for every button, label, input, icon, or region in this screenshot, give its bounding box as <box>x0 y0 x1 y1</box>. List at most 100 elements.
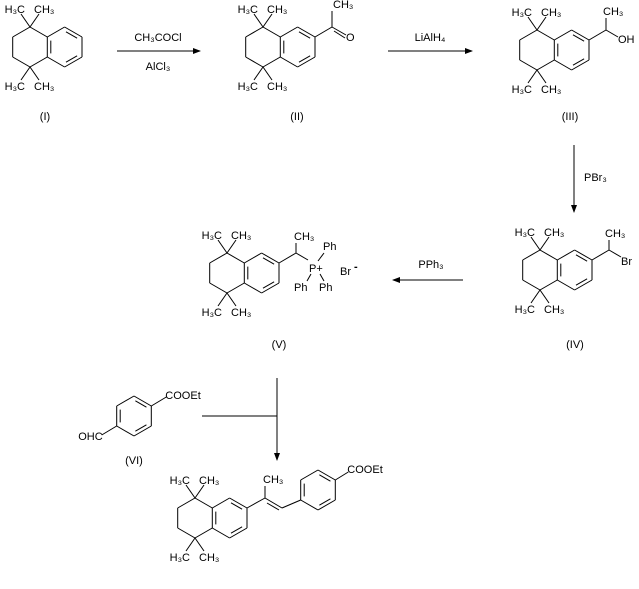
bond <box>29 66 40 81</box>
double-bond <box>262 257 275 265</box>
bond <box>317 469 336 481</box>
bond <box>244 282 262 294</box>
compound-label: (V) <box>272 339 287 351</box>
bond <box>574 249 593 261</box>
bond <box>591 249 610 261</box>
bond <box>295 252 309 261</box>
methyl-label: CH₃ <box>34 4 54 16</box>
bond <box>226 252 245 264</box>
bond <box>209 282 228 294</box>
bond <box>280 26 298 38</box>
double-bond <box>230 502 243 510</box>
double-bond <box>575 254 588 262</box>
methyl-label: H₃C <box>170 552 190 564</box>
bond <box>574 279 593 291</box>
bond <box>226 282 245 294</box>
bond <box>185 537 196 552</box>
reagent-pbr3: PBr₃ <box>584 172 607 184</box>
bond <box>209 252 228 264</box>
bond <box>527 16 538 31</box>
bond <box>246 497 266 509</box>
bond <box>262 26 281 38</box>
bond <box>253 66 264 81</box>
compound-label: (III) <box>562 111 579 123</box>
bond <box>530 236 541 251</box>
bond <box>47 26 65 38</box>
double-bond <box>65 31 78 39</box>
phenyl-label: Ph <box>319 282 332 294</box>
bond <box>281 499 301 509</box>
bond <box>261 252 280 264</box>
bond <box>194 527 213 539</box>
bond <box>194 484 205 499</box>
double-bond <box>262 281 275 289</box>
bond <box>539 279 558 291</box>
phenyl-label: Ph <box>323 241 336 253</box>
bond <box>536 29 555 41</box>
bond <box>571 59 590 71</box>
reagent-aluminium-chloride: AlCl₃ <box>146 61 171 73</box>
bond <box>557 279 575 291</box>
bond <box>29 26 48 38</box>
reaction-arrows <box>117 48 577 461</box>
methyl-label: CH₃ <box>267 4 287 16</box>
bond <box>317 252 325 262</box>
bond <box>217 292 228 307</box>
bond <box>300 469 319 481</box>
methyl-label: H₃C <box>238 4 258 16</box>
bond <box>319 273 325 282</box>
bond <box>278 252 297 264</box>
bond <box>280 56 298 68</box>
bond <box>12 56 31 68</box>
bond <box>605 29 619 38</box>
bond <box>297 26 316 38</box>
bond <box>185 484 196 499</box>
methyl-label: CH₃ <box>605 228 625 240</box>
bond <box>608 249 622 258</box>
bond <box>522 249 541 261</box>
phenyl-label: Ph <box>294 282 307 294</box>
bond <box>253 13 264 28</box>
bond <box>101 425 117 436</box>
double-bond <box>572 58 585 66</box>
methyl-label: CH₃ <box>294 231 314 243</box>
counterion-label: Br <box>340 266 351 278</box>
bond <box>64 26 83 38</box>
methyl-label: CH₃ <box>231 307 251 319</box>
double-bond <box>298 31 311 39</box>
compound-label: (VI) <box>125 455 143 467</box>
bond <box>262 13 273 28</box>
hydroxyl-label: OH <box>618 34 635 46</box>
bond <box>29 56 48 68</box>
bond <box>177 497 196 509</box>
bond <box>314 26 333 38</box>
double-bond <box>575 278 588 286</box>
methyl-label: CH₃ <box>544 227 564 239</box>
double-bond <box>319 474 331 482</box>
bond <box>177 527 196 539</box>
bond <box>527 69 538 84</box>
methyl-label: CH₃ <box>199 475 219 487</box>
methyl-label: H₃C <box>5 81 25 93</box>
methyl-label: CH₃ <box>544 304 564 316</box>
bond <box>244 252 262 264</box>
bond <box>306 273 312 282</box>
bond <box>226 239 237 254</box>
bond <box>519 59 538 71</box>
ester-label: COOEt <box>165 390 200 402</box>
bond <box>12 26 31 38</box>
bond <box>245 26 264 38</box>
methyl-label: CH₃ <box>541 7 561 19</box>
double-bond <box>135 424 147 432</box>
double-bond <box>572 34 585 42</box>
double-bond <box>333 30 346 39</box>
bond <box>217 239 228 254</box>
bond <box>212 527 230 539</box>
bond <box>226 292 237 307</box>
double-bond <box>266 502 280 511</box>
